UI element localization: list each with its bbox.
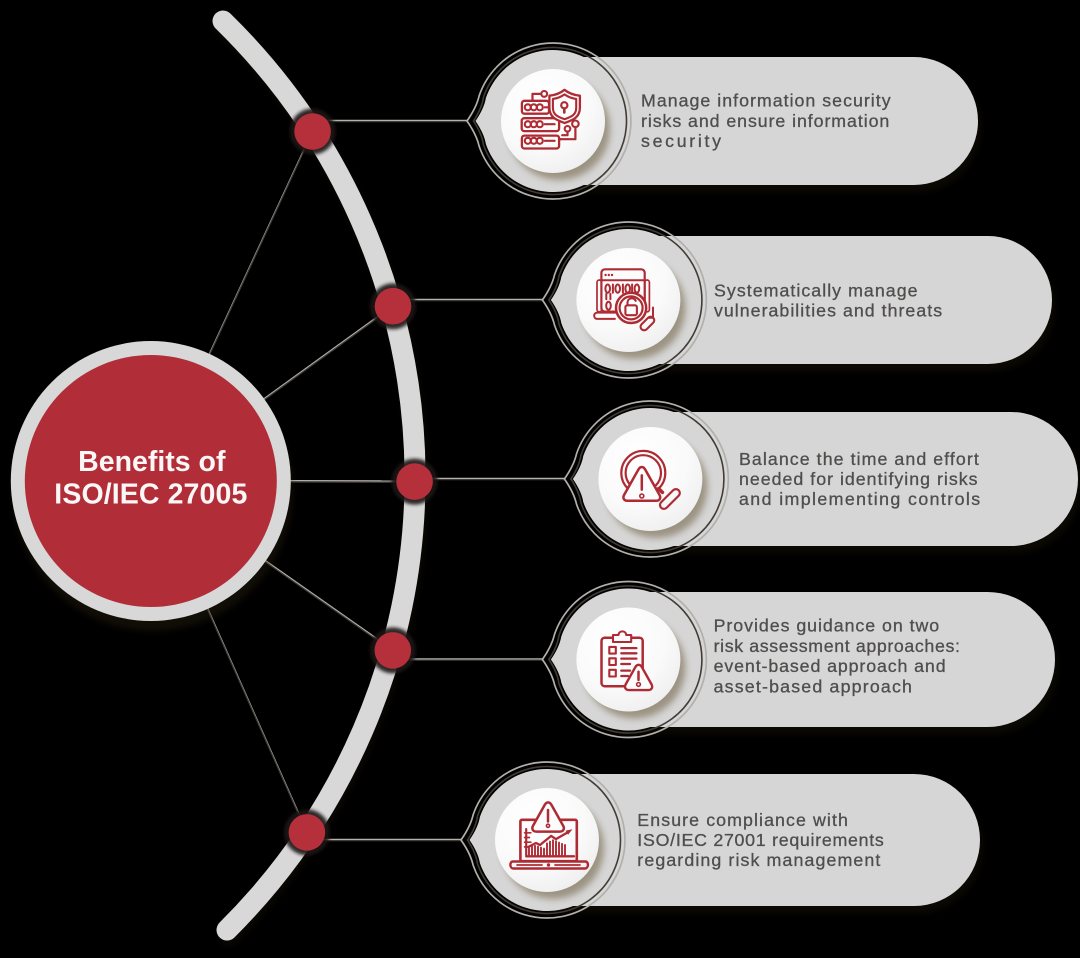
svg-text:ISO/IEC 27005: ISO/IEC 27005	[54, 478, 247, 510]
svg-text:Manage information security: Manage information security	[641, 91, 891, 111]
svg-text:asset-based approach: asset-based approach	[714, 676, 912, 696]
svg-text:Provides guidance on two: Provides guidance on two	[714, 616, 940, 636]
svg-text:risk assessment approaches:: risk assessment approaches:	[714, 636, 960, 656]
svg-text:risks and ensure information: risks and ensure information	[641, 111, 889, 131]
svg-text:and implementing controls: and implementing controls	[739, 489, 980, 509]
svg-text:Benefits of: Benefits of	[78, 446, 226, 478]
svg-text:Balance the time and effort: Balance the time and effort	[739, 449, 979, 469]
svg-text:security: security	[641, 131, 721, 151]
svg-text:event-based approach and: event-based approach and	[714, 656, 946, 676]
svg-text:needed for identifying risks: needed for identifying risks	[739, 469, 978, 489]
svg-text:ISO/IEC 27001 requirements: ISO/IEC 27001 requirements	[637, 830, 884, 850]
svg-text:regarding risk management: regarding risk management	[637, 850, 880, 870]
svg-text:Ensure compliance with: Ensure compliance with	[637, 810, 848, 830]
svg-text:vulnerabilities and threats: vulnerabilities and threats	[714, 301, 942, 321]
svg-text:Systematically manage: Systematically manage	[714, 281, 918, 301]
